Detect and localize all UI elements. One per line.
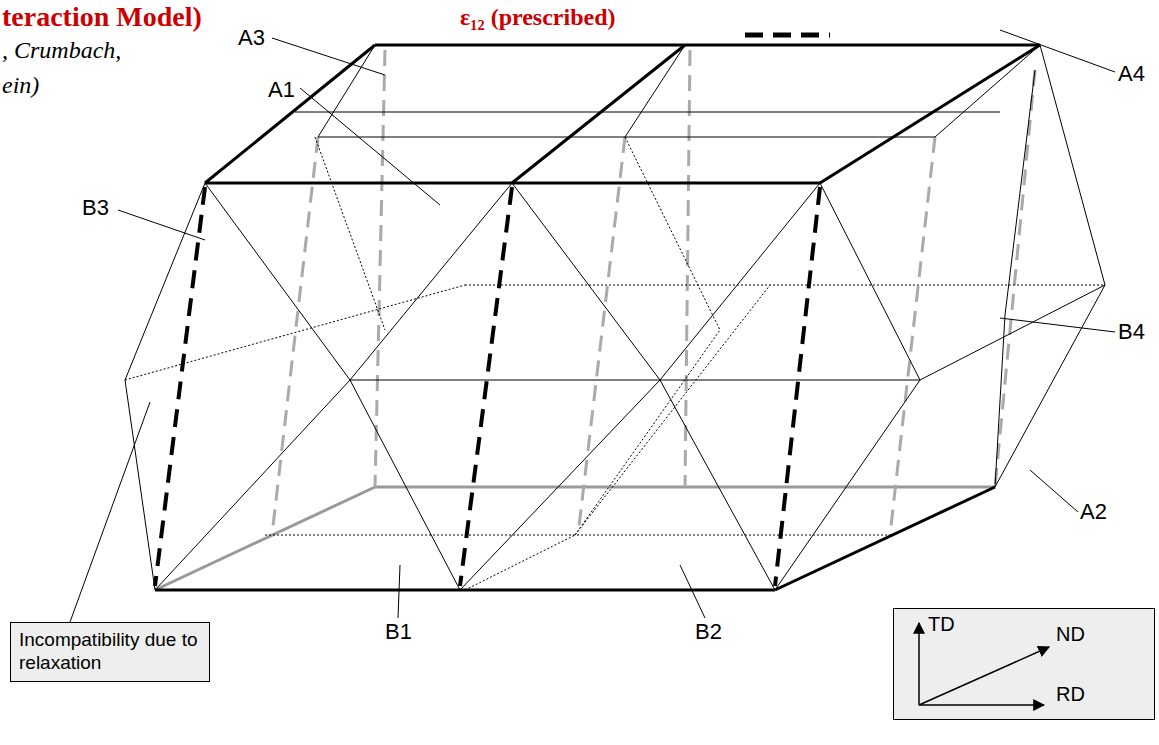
region-label: B1: [385, 620, 412, 644]
note-box: Incompatibility due to relaxation: [10, 622, 210, 682]
title-fragment: , Crumbach,: [2, 37, 121, 63]
dashed-sample: [745, 33, 830, 38]
axis-label: ND: [1056, 623, 1085, 645]
region-label: A3: [238, 26, 265, 50]
title-fragment: ein): [2, 72, 39, 98]
region-label: B4: [1118, 320, 1145, 344]
axis-label: RD: [1056, 683, 1085, 705]
region-label: B3: [82, 196, 109, 220]
title-fragment: teraction Model): [2, 2, 202, 33]
note-text: Incompatibility due to relaxation: [19, 629, 201, 675]
region-label: A4: [1118, 62, 1145, 86]
leader-lines: [70, 30, 1115, 622]
region-label: A1: [268, 78, 295, 102]
region-label: B2: [695, 620, 722, 644]
axes-box: TD ND RD: [893, 608, 1155, 720]
legend-text: ε₁₂ (prescribed): [460, 4, 616, 30]
region-label: A2: [1080, 500, 1107, 524]
axis-label: TD: [928, 613, 955, 635]
